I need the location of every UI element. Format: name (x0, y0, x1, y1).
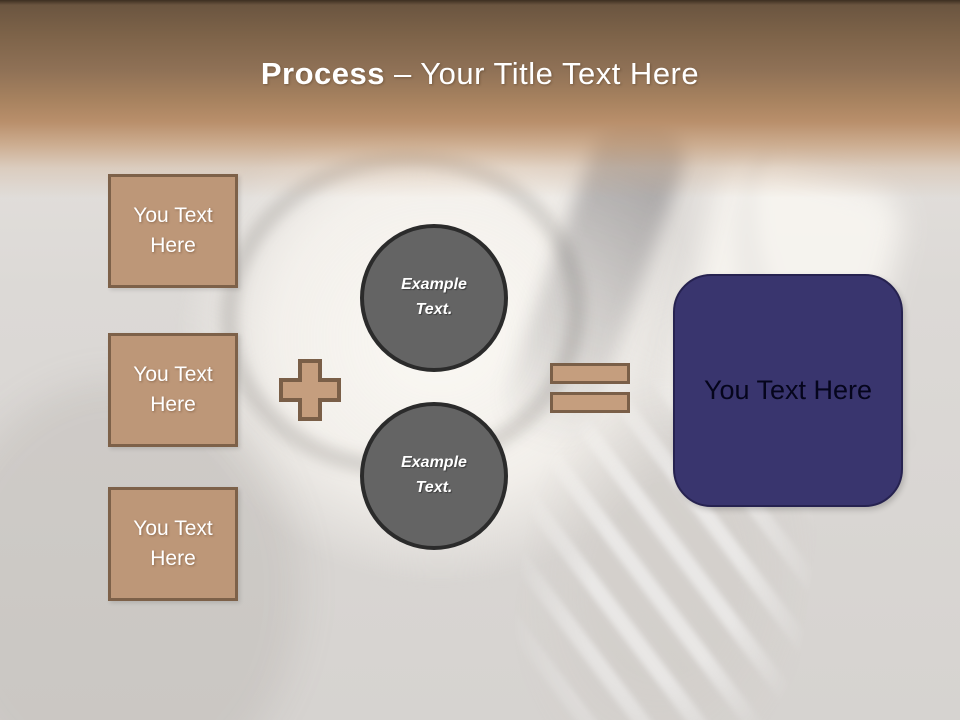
input-box-1: You Text Here (108, 174, 238, 288)
equals-bar-top (550, 363, 630, 384)
example-circle-2-label: Example Text. (401, 454, 467, 496)
input-box-2: You Text Here (108, 333, 238, 447)
input-box-1-label: You Text Here (133, 203, 213, 257)
input-box-3-label: You Text Here (133, 516, 213, 570)
plus-icon-shape (279, 359, 341, 421)
example-circle-2: Example Text. (360, 402, 508, 550)
result-box: You Text Here (673, 274, 903, 507)
title-rest: – Your Title Text Here (394, 56, 700, 91)
input-box-2-label: You Text Here (133, 362, 213, 416)
equals-icon (550, 363, 630, 413)
equals-bar-bottom (550, 392, 630, 413)
title-emphasis: Process (260, 56, 386, 91)
page-title: Process– Your Title Text Here (0, 56, 960, 92)
result-box-label: You Text Here (703, 375, 873, 405)
header-banner (0, 0, 960, 200)
input-box-3: You Text Here (108, 487, 238, 601)
example-circle-1-label: Example Text. (401, 276, 467, 318)
example-circle-1: Example Text. (360, 224, 508, 372)
plus-icon (278, 358, 342, 422)
